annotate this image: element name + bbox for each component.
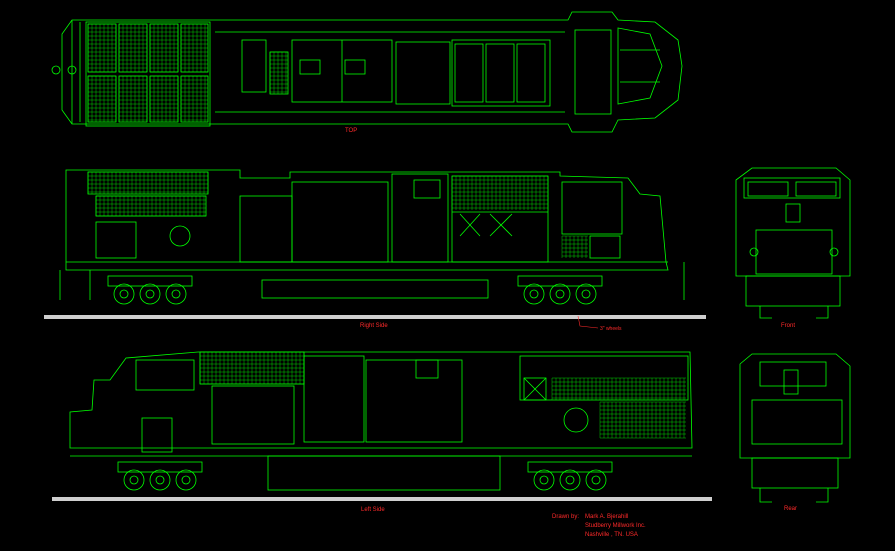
top-grille — [87, 23, 288, 122]
right-side-trucks — [107, 275, 603, 305]
label-left-side: Left Side — [361, 507, 385, 513]
drawing-credit: Drawn by: Mark A. Bjerahill Studberry Mi… — [552, 513, 646, 540]
front-view — [735, 167, 851, 319]
label-wheel-note: 3" wheels — [600, 326, 622, 332]
rail-right — [44, 315, 706, 319]
left-side-grilles — [199, 351, 686, 439]
rear-view — [739, 353, 851, 503]
credit-company: Studberry Millwork Inc. — [585, 523, 646, 529]
right-side-grilles — [87, 171, 588, 258]
right-side-view — [59, 169, 685, 300]
label-right-side: Right Side — [360, 323, 388, 329]
label-rear: Rear — [784, 506, 798, 512]
label-top: TOP — [345, 128, 358, 134]
left-side-view — [69, 351, 693, 491]
credit-location: Nashville , TN. USA — [585, 532, 638, 538]
rail-left — [52, 497, 712, 501]
left-side-trucks — [117, 461, 613, 491]
credit-by-label: Drawn by: — [552, 514, 580, 520]
credit-author: Mark A. Bjerahill — [585, 514, 629, 520]
label-front: Front — [781, 323, 796, 329]
